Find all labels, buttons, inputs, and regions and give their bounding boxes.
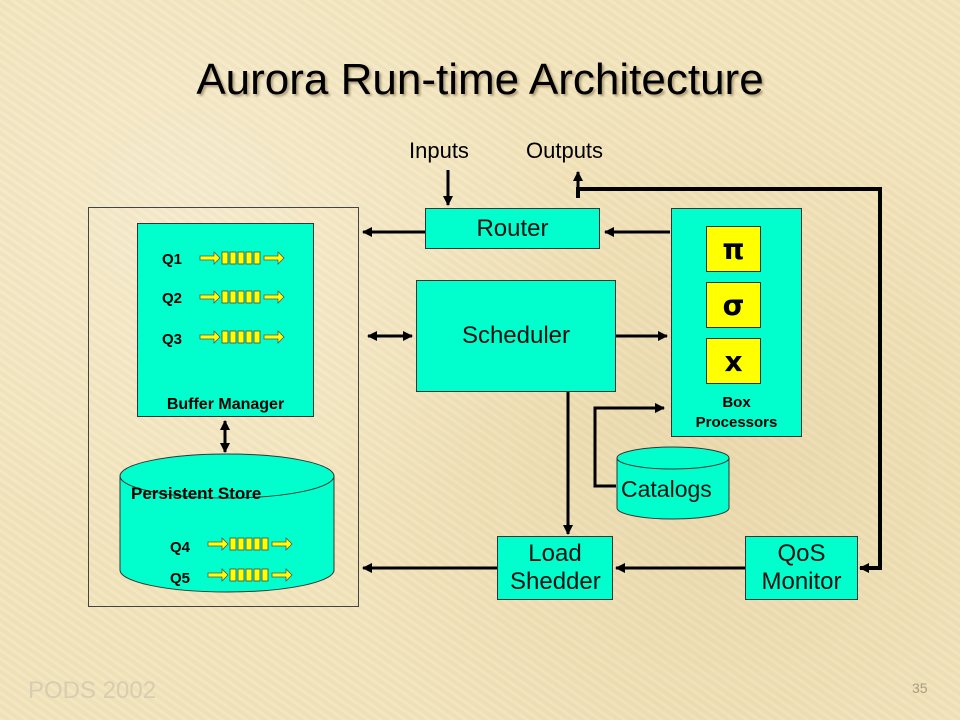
footer-conference: PODS 2002 — [28, 677, 157, 704]
queue-label-q3: Q3 — [162, 331, 183, 348]
qos-monitor-box: QoS Monitor — [745, 536, 858, 600]
outputs-label: Outputs — [526, 138, 604, 163]
catalogs-label: Catalogs — [621, 476, 712, 502]
select-operator-box: σ — [706, 282, 761, 328]
queue-glyph-q2 — [199, 290, 285, 304]
slide-title: Aurora Run-time Architecture — [196, 55, 764, 104]
catalogs-to-box-line — [593, 403, 665, 488]
queue-glyph-q4 — [207, 537, 293, 551]
page-number: 35 — [912, 680, 928, 696]
queue-glyph-q5 — [207, 568, 293, 582]
buffer-queue-glyphs — [199, 251, 285, 344]
router-box: Router — [425, 208, 600, 249]
scheduler-box: Scheduler — [416, 280, 616, 392]
qos-monitor-label: QoS Monitor — [761, 540, 842, 595]
load-shedder-label: Load Shedder — [510, 540, 601, 595]
queue-label-q2: Q2 — [162, 290, 183, 307]
persistent-store-label: Persistent Store — [131, 484, 262, 503]
join-operator-box: x — [706, 338, 761, 384]
persistent-store-cylinder — [119, 453, 335, 593]
inputs-label: Inputs — [409, 138, 469, 163]
buffer-manager-label: Buffer Manager — [166, 395, 285, 413]
load-shedder-box: Load Shedder — [497, 536, 613, 600]
queue-glyph-q1 — [199, 251, 285, 265]
queue-label-q1: Q1 — [162, 251, 183, 268]
storage-region — [88, 207, 359, 607]
queue-label-q4: Q4 — [170, 539, 191, 556]
queue-glyph-q3 — [199, 330, 285, 344]
queue-label-q5: Q5 — [170, 570, 191, 587]
catalogs-cylinder — [616, 446, 730, 520]
box-processors-label: Box Processors — [695, 393, 778, 431]
store-queue-glyphs — [207, 537, 293, 582]
project-operator-box: π — [706, 226, 761, 272]
